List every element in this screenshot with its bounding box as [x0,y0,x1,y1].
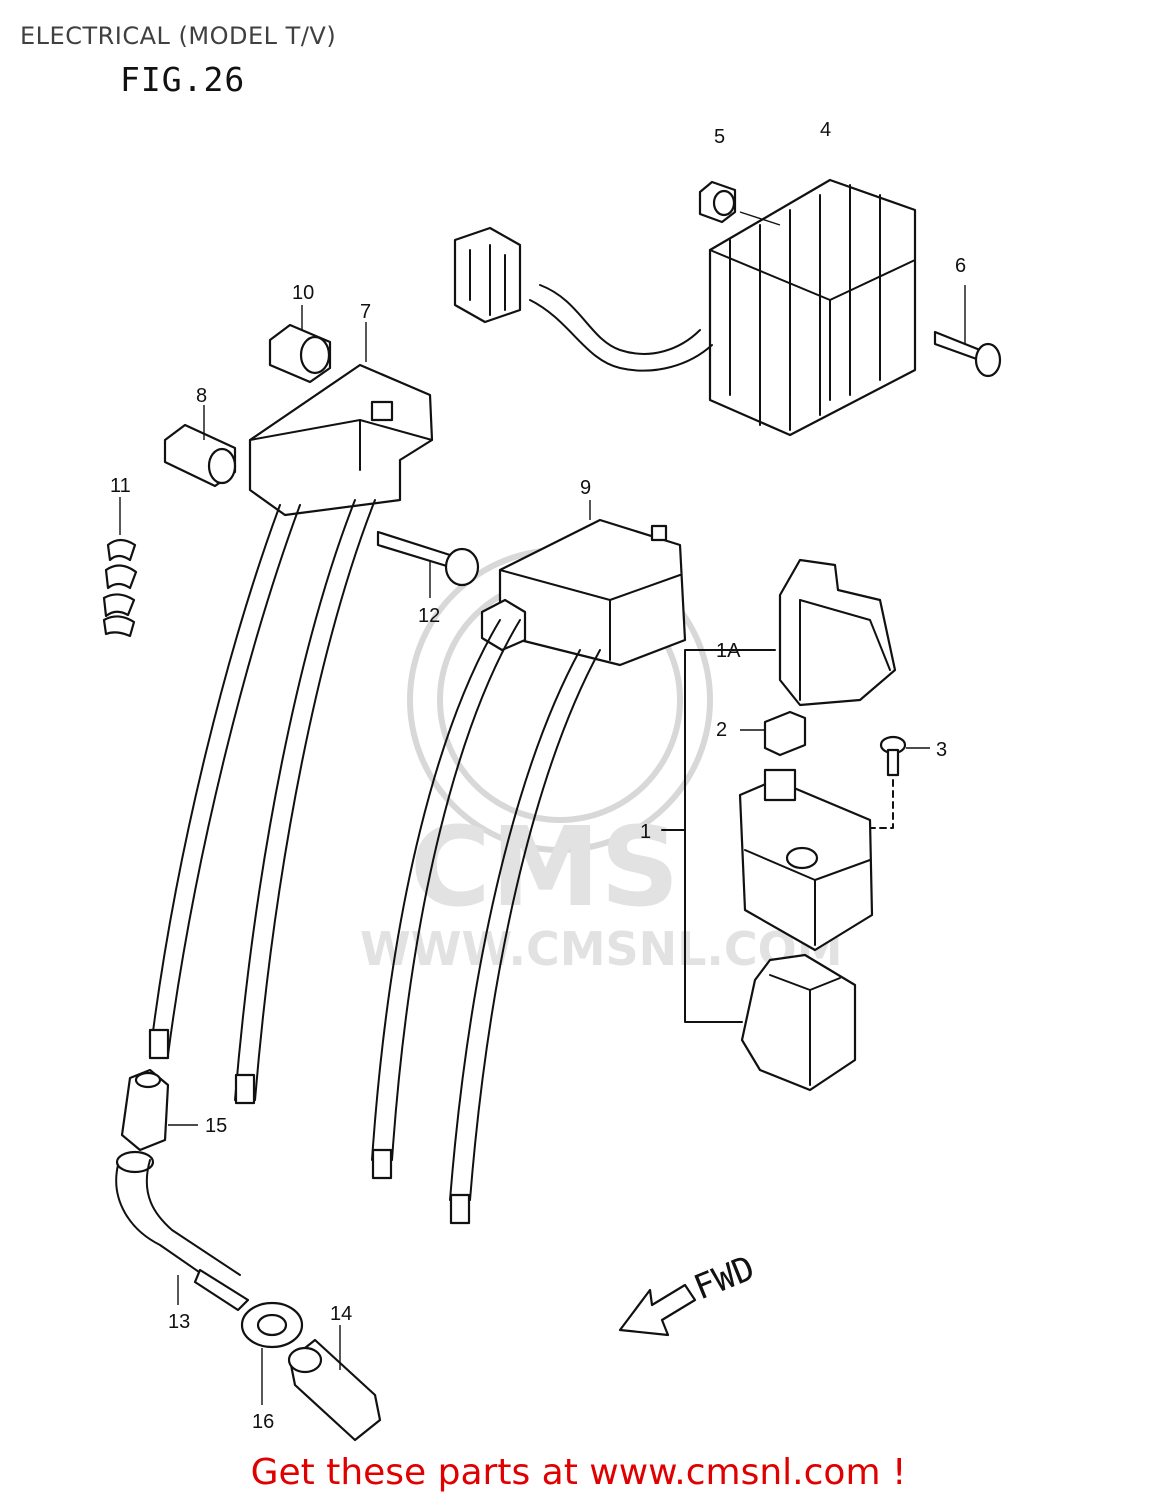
part-15-plug-cap-boot[interactable] [120,1068,198,1152]
callout-12: 12 [418,605,440,627]
part-1-starter-relay[interactable] [738,768,874,952]
callout-4: 4 [820,119,831,141]
callout-5: 5 [714,126,725,148]
part-1-group-bracket [661,649,776,1023]
callout-11: 11 [110,475,131,497]
part-13-high-tension-lead[interactable] [115,1150,250,1312]
part-2-fuse[interactable] [740,710,807,757]
callout-9: 9 [580,477,591,499]
forward-direction-indicator: FWD [618,1248,760,1337]
part-9-ignition-coil[interactable] [371,500,687,1225]
callout-1: 1 [640,821,651,843]
part-3-screw[interactable] [847,735,930,829]
callout-7: 7 [360,301,371,323]
callout-2: 2 [716,719,727,741]
callout-13: 13 [168,1311,190,1333]
footer-promo-text[interactable]: Get these parts at www.cmsnl.com ! [250,1452,907,1493]
callout-8: 8 [196,385,207,407]
callout-1a: 1A [716,640,741,662]
callout-16: 16 [252,1411,274,1433]
part-10-collar[interactable] [268,305,332,384]
diagram-title: ELECTRICAL (MODEL T/V) [20,22,337,50]
fwd-label: FWD [688,1248,760,1308]
part-5-collar[interactable] [698,180,781,226]
part-7-ignition-coil[interactable] [148,322,434,1105]
part-6-bolt[interactable] [933,285,1002,378]
figure-number: FIG.26 [120,60,246,99]
part-1a-relay-cover[interactable] [778,558,897,707]
callout-14: 14 [330,1303,352,1325]
callout-6: 6 [955,255,966,277]
part-1-relay-boot[interactable] [740,953,857,1092]
part-4-regulator-rectifier[interactable] [453,178,917,437]
cmsnl-watermark: CMS WWW.CMSNL.COM [360,547,843,976]
callout-3: 3 [936,739,947,761]
part-8-collar[interactable] [163,405,237,488]
callout-15: 15 [205,1115,227,1137]
watermark-logo-text: CMS [410,803,679,931]
watermark-url-text: WWW.CMSNL.COM [360,922,843,976]
part-14-cap[interactable] [287,1325,382,1442]
part-16-grommet[interactable] [240,1301,304,1405]
callout-10: 10 [292,282,314,304]
part-12-bolt[interactable] [376,530,480,598]
part-11-clamp[interactable] [102,497,138,638]
